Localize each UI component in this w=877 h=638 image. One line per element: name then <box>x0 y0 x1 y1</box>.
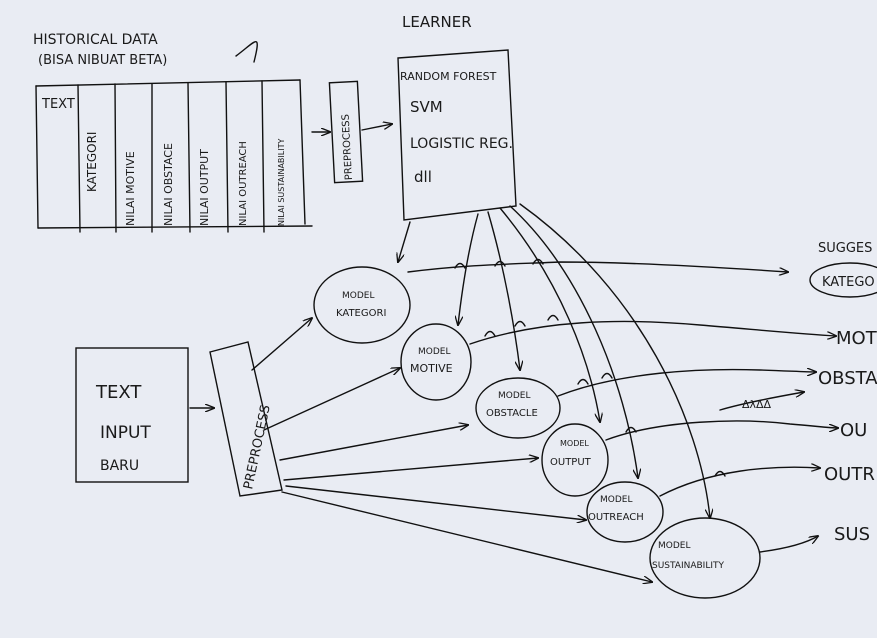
model-obstacle <box>475 377 561 439</box>
model-output <box>541 423 609 497</box>
model-obstacle-line1: MODEL <box>498 391 530 401</box>
learner-box <box>397 49 517 221</box>
model-kategori-line1: MODEL <box>342 291 374 301</box>
column-output: NILAI OUTPUT <box>198 149 211 226</box>
input-box <box>75 347 189 483</box>
model-sustainability-line1: MODEL <box>658 541 690 551</box>
historical-title-line2: (BISA NIBUAT BETA) <box>38 53 167 68</box>
output-motive: MOTI <box>836 328 877 349</box>
historical-title-line1: HISTORICAL DATA <box>33 32 158 48</box>
model-output-line1: MODEL <box>560 439 589 448</box>
learner-item-logistic-reg: LOGISTIC REG. <box>410 136 513 152</box>
suggest-kategori-circle <box>809 262 877 298</box>
historical-data-table <box>35 41 313 233</box>
scribble-mark: ΔλΔΔ <box>742 398 772 411</box>
model-to-output-arrows <box>407 258 838 553</box>
learner-item-dll: dll <box>414 168 432 186</box>
preprocess-bottom-label: PREPROCESS <box>241 404 274 491</box>
learner-item-svm: SVM <box>410 98 443 116</box>
output-output: OU <box>840 420 867 441</box>
model-kategori <box>313 266 411 344</box>
learner-to-model-arrows <box>398 203 710 518</box>
model-kategori-line2: KATEGORI <box>336 308 386 319</box>
column-kategori: KATEGORI <box>85 132 99 192</box>
model-outreach <box>586 481 664 543</box>
output-obstacle: OBSTA <box>818 368 877 389</box>
column-motive: NILAI MOTIVE <box>124 151 137 226</box>
preprocess-top-label: PREPROCESS <box>341 114 355 181</box>
model-outreach-line1: MODEL <box>600 495 632 505</box>
learner-item-random-forest: RANDOM FOREST <box>400 70 497 83</box>
column-sustainability: NILAI SUSTAINABILITY <box>277 139 286 226</box>
model-outreach-line2: OUTREACH <box>588 512 644 523</box>
model-motive-line2: MOTIVE <box>410 362 453 375</box>
learner-title: LEARNER <box>402 13 472 31</box>
model-motive <box>400 323 472 401</box>
input-line-baru: BARU <box>100 458 139 474</box>
column-outreach: NILAI OUTREACH <box>238 141 249 226</box>
preprocess-top-box <box>328 80 364 184</box>
output-outreach: OUTR <box>824 464 875 485</box>
output-sustainability: SUS <box>834 524 870 545</box>
column-obstacle: NILAI OBSTACE <box>162 143 175 226</box>
preprocess-bottom-box <box>209 341 283 497</box>
model-sustainability-line2: SUSTAINABILITY <box>652 561 725 571</box>
model-output-line2: OUTPUT <box>550 457 592 468</box>
arrow-preprocess-to-learner <box>361 124 392 131</box>
model-motive-line1: MODEL <box>418 347 450 357</box>
input-line-input: INPUT <box>100 423 151 443</box>
preprocess-to-model-arrows <box>251 318 652 582</box>
output-kategori: KATEGO <box>822 275 875 290</box>
output-suggest: SUGGES <box>818 241 872 256</box>
input-line-text: TEXT <box>95 382 142 403</box>
model-obstacle-line2: OBSTACLE <box>486 408 538 419</box>
column-text: TEXT <box>41 97 75 112</box>
model-sustainability <box>649 517 761 599</box>
